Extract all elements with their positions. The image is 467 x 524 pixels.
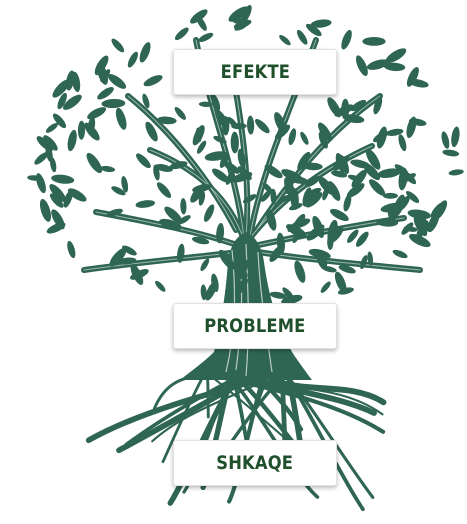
causes-label: SHKAQE bbox=[216, 452, 294, 474]
causes-label-box: SHKAQE bbox=[173, 440, 337, 486]
effects-label: EFEKTE bbox=[220, 61, 290, 83]
problems-label-box: PROBLEME bbox=[173, 303, 337, 349]
problems-label: PROBLEME bbox=[204, 315, 306, 337]
tree-leaves bbox=[27, 4, 464, 305]
effects-label-box: EFEKTE bbox=[173, 49, 337, 95]
